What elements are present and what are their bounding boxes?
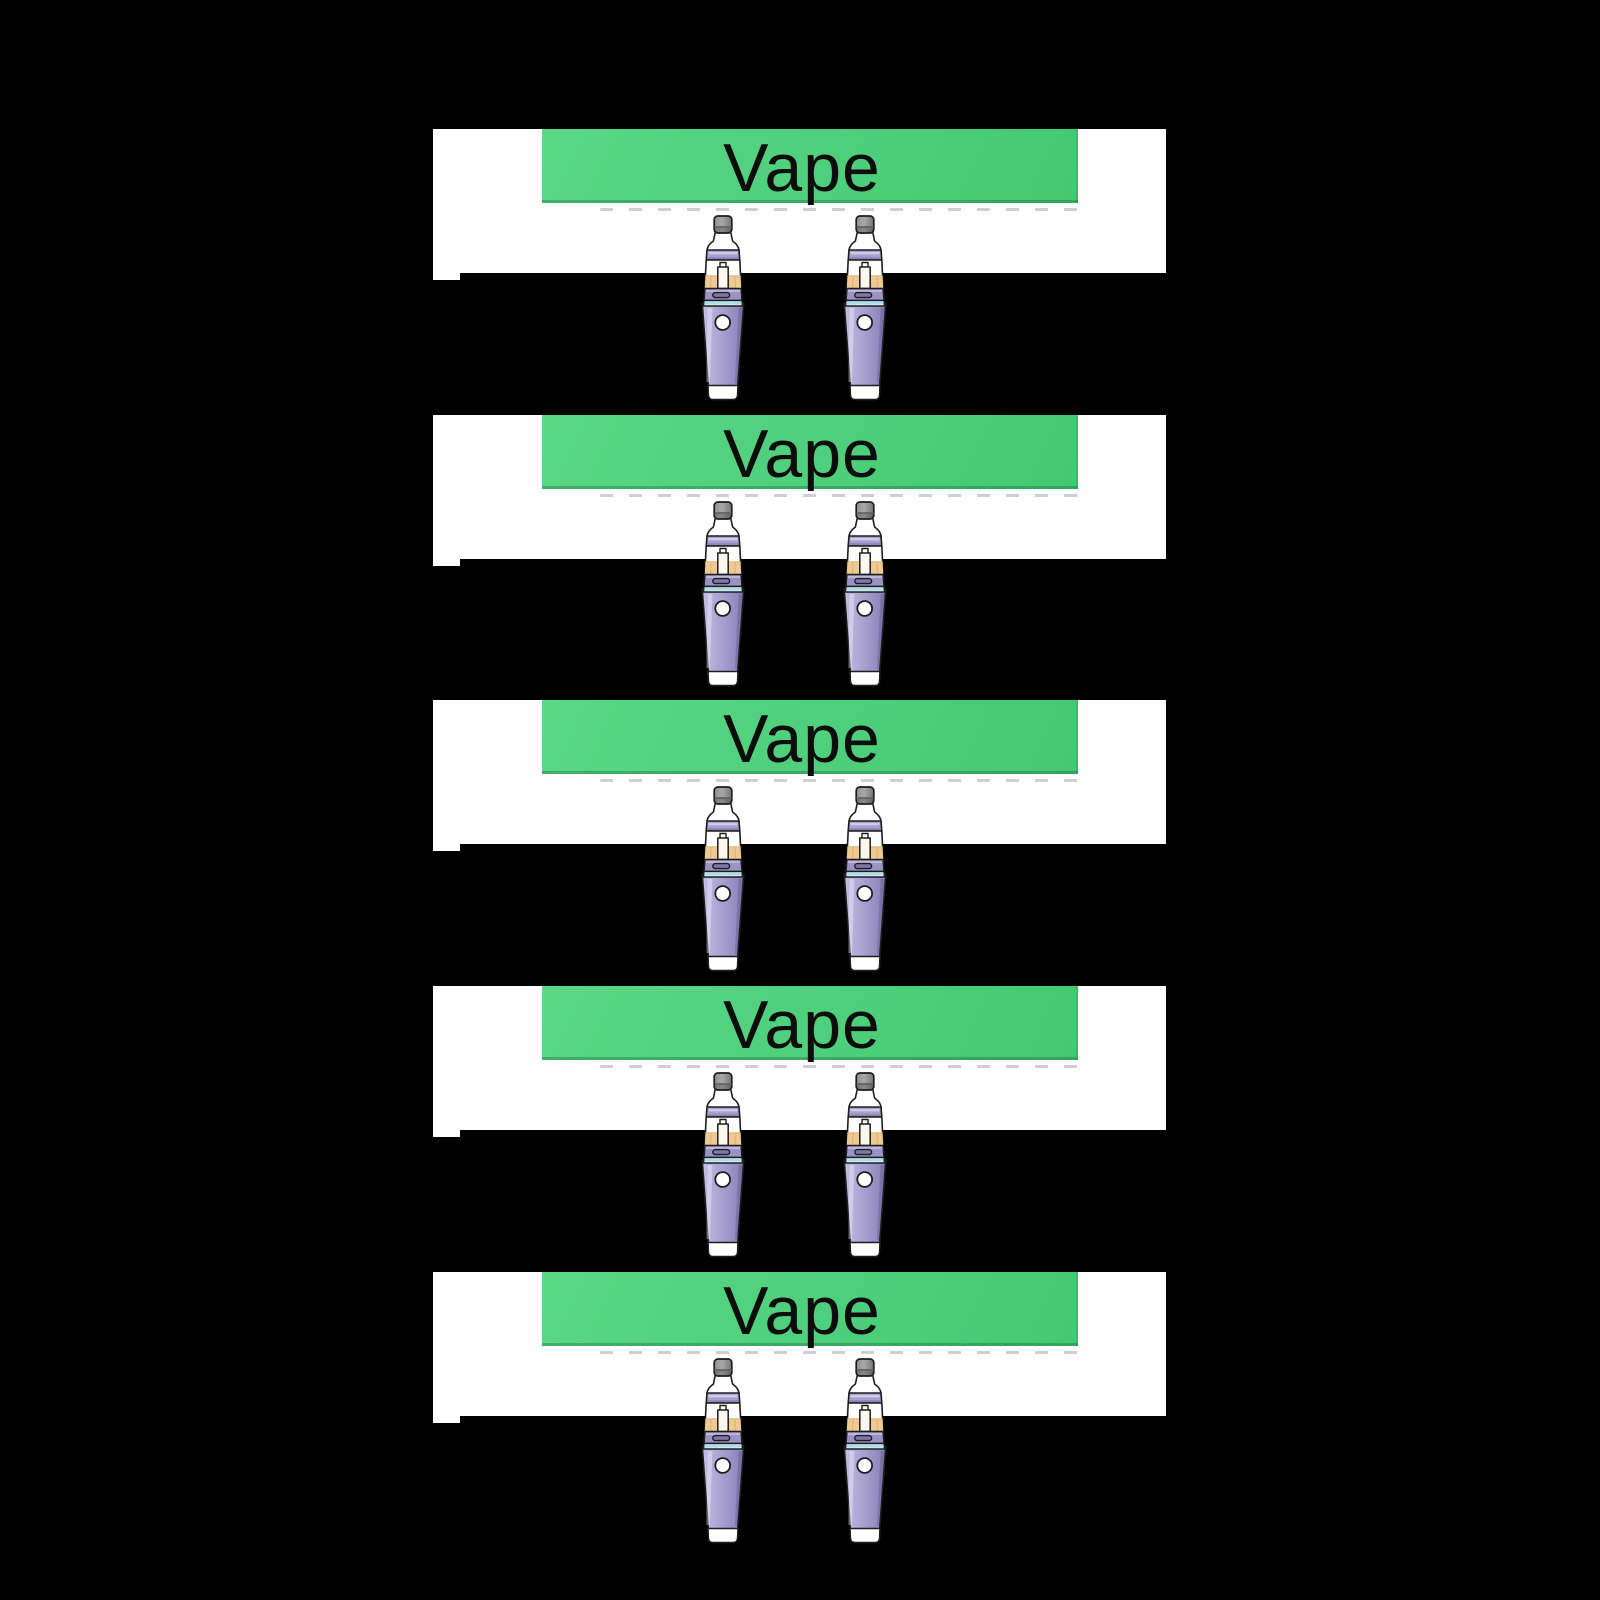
banner-shadow-dashes xyxy=(600,494,1087,497)
product-section: Vape xyxy=(0,986,1600,1272)
vape-pen-icon xyxy=(843,1358,887,1544)
vape-banner-label: Vape xyxy=(723,1273,881,1349)
vape-pen-icon xyxy=(701,1358,745,1544)
vape-pen-icon xyxy=(701,1072,745,1258)
banner-shadow-dashes xyxy=(600,1065,1087,1068)
product-section: Vape xyxy=(0,700,1600,986)
banner-shadow-dashes xyxy=(600,779,1087,782)
white-band-torn-edge xyxy=(433,843,460,851)
vape-pen-icon xyxy=(701,215,745,401)
white-band-torn-edge xyxy=(433,1415,460,1423)
vape-pen-icon xyxy=(843,501,887,687)
vape-pen-icon xyxy=(701,786,745,972)
white-band-torn-edge xyxy=(433,272,460,280)
vape-banner: Vape xyxy=(542,129,1078,203)
product-section: Vape xyxy=(0,415,1600,701)
product-section: Vape xyxy=(0,1272,1600,1558)
banner-shadow-dashes xyxy=(600,208,1087,211)
white-band-torn-edge xyxy=(433,1129,460,1137)
vape-banner-label: Vape xyxy=(723,701,881,777)
vape-pen-icon xyxy=(701,501,745,687)
vape-banner-label: Vape xyxy=(723,416,881,492)
vape-banner: Vape xyxy=(542,700,1078,774)
vape-banner: Vape xyxy=(542,986,1078,1060)
vape-banner-label: Vape xyxy=(723,987,881,1063)
vape-pen-icon xyxy=(843,1072,887,1258)
vape-banner-label: Vape xyxy=(723,130,881,206)
vape-pen-icon xyxy=(843,215,887,401)
white-band-torn-edge xyxy=(433,558,460,566)
product-section: Vape xyxy=(0,129,1600,415)
vape-banner: Vape xyxy=(542,1272,1078,1346)
vape-pen-icon xyxy=(843,786,887,972)
vape-banner: Vape xyxy=(542,415,1078,489)
banner-shadow-dashes xyxy=(600,1351,1087,1354)
